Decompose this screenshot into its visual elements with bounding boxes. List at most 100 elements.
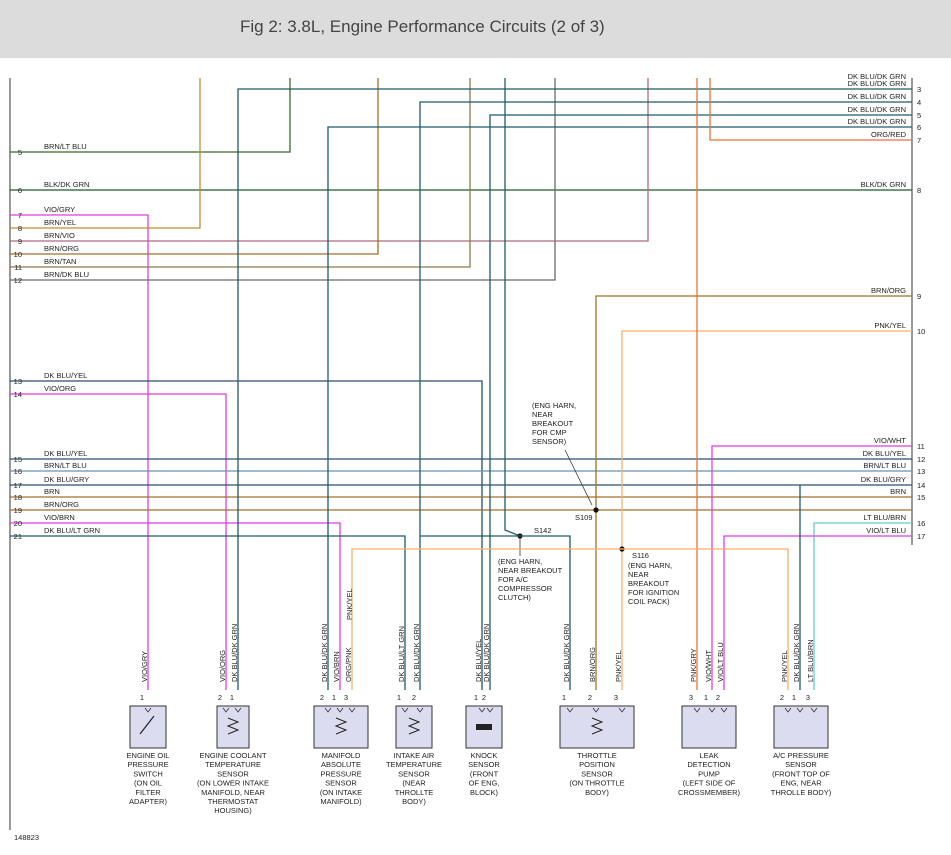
component-name: PUMP [698, 769, 720, 778]
right-pin-10: 10 [917, 327, 925, 336]
left-pin-7: 7 [18, 211, 22, 220]
pin-terminal [144, 707, 152, 713]
pin-number: 1 [397, 693, 401, 702]
component-name: SENSOR [468, 760, 500, 769]
left-pin-17: 17 [14, 481, 22, 490]
left-wire-label: BRN/LT BLU [44, 461, 87, 470]
left-pin-8: 8 [18, 224, 22, 233]
switch-icon [139, 715, 155, 735]
left-wire-label: BRN/ORG [44, 500, 79, 509]
left-wire-label: BRN/YEL [44, 218, 76, 227]
component-name: ENGINE COOLANT [199, 751, 267, 760]
component-name: (ON THROTTLE [569, 779, 624, 788]
right-pin-12: 12 [917, 455, 925, 464]
component-ldp [681, 705, 737, 749]
component-name: MANIFOLD [322, 751, 361, 760]
pin-terminal [222, 707, 230, 713]
wire-left-8 [10, 78, 201, 229]
right-wire-label: DK BLU/DK GRN [848, 79, 906, 88]
wire-right-7 [709, 78, 912, 141]
pin-number: 3 [689, 693, 693, 702]
pin-terminal [566, 707, 574, 713]
left-pin-5: 5 [18, 148, 22, 157]
left-wire-label: VIO/BRN [44, 513, 75, 522]
knock-crystal-icon [476, 724, 492, 730]
pin-number: 2 [320, 693, 324, 702]
component-name: (ON OIL [134, 779, 162, 788]
pin-wire-label: VIO/LT BLU [716, 642, 725, 682]
right-pin-3: 3 [917, 85, 921, 94]
component-name: (NEAR [402, 779, 426, 788]
pin-number: 1 [332, 693, 336, 702]
wire-left-12 [10, 78, 556, 281]
pin-number: 1 [792, 693, 796, 702]
pin-number: 2 [588, 693, 592, 702]
component-box [216, 705, 250, 749]
component-name: SENSOR [785, 760, 817, 769]
component-ect [216, 705, 250, 749]
pin-terminal [416, 707, 424, 713]
pin-wire-label: PNK/GRY [689, 648, 698, 682]
wire-left-14 [10, 393, 227, 690]
component-name: THROLLE BODY) [771, 788, 832, 797]
resistor-icon [226, 717, 240, 735]
pin-wire-label: DK BLU/DK GRN [412, 624, 421, 682]
wire-left-21 [10, 535, 406, 690]
wire-right-11 [711, 445, 912, 690]
s109-note: (ENG HARN, [532, 401, 576, 410]
component-name: KNOCK [471, 751, 498, 760]
component-acp [773, 705, 829, 749]
left-pin-21: 21 [14, 532, 22, 541]
left-wire-label: BLK/DK GRN [44, 180, 89, 189]
pin-terminal [693, 707, 701, 713]
left-pin-14: 14 [14, 390, 22, 399]
component-name: THERMOSTAT [208, 797, 259, 806]
pin-terminal [720, 707, 728, 713]
right-wire-label: LT BLU/BRN [863, 513, 906, 522]
pin-number: 2 [412, 693, 416, 702]
left-wire-label: DK BLU/YEL [44, 449, 87, 458]
right-pin-16: 16 [917, 519, 925, 528]
s109-note: NEAR [532, 410, 553, 419]
pin-terminal [324, 707, 332, 713]
wire-left-9 [10, 78, 649, 242]
pin-terminal [708, 707, 716, 713]
left-pin-19: 19 [14, 506, 22, 515]
component-name: ADAPTER) [129, 797, 167, 806]
left-wire-label: DK BLU/YEL [44, 371, 87, 380]
right-wire-label: PNK/YEL [874, 321, 906, 330]
wire-right-4 [419, 101, 912, 690]
component-name: DETECTION [687, 760, 730, 769]
pin-number: 2 [780, 693, 784, 702]
component-iat [395, 705, 433, 749]
component-name: OF ENG, [469, 779, 500, 788]
s142-note: COMPRESSOR [498, 584, 553, 593]
pin-number: 1 [704, 693, 708, 702]
s116-note: NEAR [628, 570, 649, 579]
right-wire-label: BRN [890, 487, 906, 496]
pin-terminal [348, 707, 356, 713]
left-pin-11: 11 [14, 263, 22, 272]
s109-note: SENSOR) [532, 437, 567, 446]
right-pin-15: 15 [917, 493, 925, 502]
pin-number: 1 [562, 693, 566, 702]
component-oil [129, 705, 167, 749]
right-pin-14: 14 [917, 481, 925, 490]
resistor-icon [590, 717, 604, 735]
s116-note: FOR IGNITION [628, 588, 679, 597]
right-wire-label: DK BLU/DK GRN [848, 105, 906, 114]
extra-wire-label: PNK/YEL [345, 588, 354, 620]
pin-number: 1 [474, 693, 478, 702]
component-name: INTAKE AIR [394, 751, 435, 760]
component-name: THROTTLE [577, 751, 617, 760]
component-name: SENSOR [325, 779, 357, 788]
right-wire-label: VIO/WHT [874, 436, 906, 445]
component-name: POSITION [579, 760, 615, 769]
component-name: SENSOR [398, 769, 430, 778]
wire-left-20 [10, 522, 341, 690]
component-name: SENSOR [581, 769, 613, 778]
pin-wire-label: VIO/WHT [704, 650, 713, 682]
wire-left-13 [10, 380, 483, 690]
left-wire-label: BRN [44, 487, 60, 496]
wire-right-10 [621, 330, 912, 690]
